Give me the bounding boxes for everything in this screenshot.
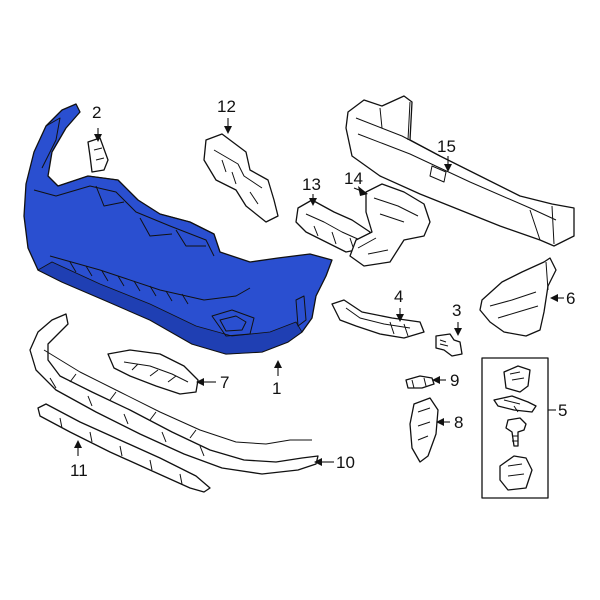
corner-bracket-part[interactable]: [479, 257, 557, 337]
fastener-clip-b: [493, 395, 537, 413]
callout-11: 11: [70, 461, 88, 480]
side-mount-bracket-part[interactable]: [331, 299, 425, 339]
impact-bar-part[interactable]: [345, 95, 575, 247]
callout-1: 1: [272, 379, 281, 398]
callout-3: 3: [452, 301, 461, 320]
callout-9: 9: [450, 371, 459, 390]
bumper-center-tabs: [95, 185, 206, 247]
bumper-inner-flange: [33, 185, 215, 257]
callout-2: 2: [92, 103, 101, 122]
callout-8: 8: [454, 413, 463, 432]
callout-10: 10: [336, 453, 355, 472]
callout-15: 15: [437, 137, 456, 156]
callout-labels: 1 2 3 4 5 6 7 8 9 10 11 12 13 14 15: [70, 97, 575, 480]
lower-strip-part[interactable]: [37, 403, 211, 493]
callout-4: 4: [394, 287, 403, 306]
bumper-grille-slats: [69, 261, 189, 305]
bumper-side-vent: [295, 295, 307, 327]
lamp-bezel-part[interactable]: [107, 349, 199, 395]
fastener-clip-a: [503, 365, 531, 393]
bumper-lower-shade: [37, 261, 303, 355]
leader-lines: [74, 118, 564, 466]
callout-7: 7: [220, 373, 229, 392]
callout-13: 13: [302, 175, 321, 194]
callout-12: 12: [217, 97, 236, 116]
side-bracket-part[interactable]: [87, 137, 109, 173]
fastener-screw: [505, 417, 527, 447]
lower-valance-part[interactable]: [29, 313, 319, 475]
bumper-fog-lamp-opening: [211, 309, 255, 337]
callout-14: 14: [344, 169, 363, 188]
lower-side-bracket-part[interactable]: [409, 397, 439, 463]
bumper-fog-lamp-inner: [219, 315, 247, 332]
absorber-bracket-part[interactable]: [349, 183, 431, 267]
callout-5: 5: [558, 401, 567, 420]
bumper-cover-part[interactable]: [23, 103, 333, 355]
bumper-grille-opening: [49, 255, 251, 301]
bumper-left-corner: [41, 117, 61, 169]
upper-bracket-part[interactable]: [203, 133, 279, 223]
fastener-clip-c: [499, 455, 533, 491]
bumper-upper-edge: [47, 175, 221, 253]
fastener-kit-part[interactable]: [481, 357, 549, 499]
callout-6: 6: [566, 289, 575, 308]
screw-part[interactable]: [435, 333, 463, 357]
retainer-clip-part[interactable]: [405, 375, 435, 389]
